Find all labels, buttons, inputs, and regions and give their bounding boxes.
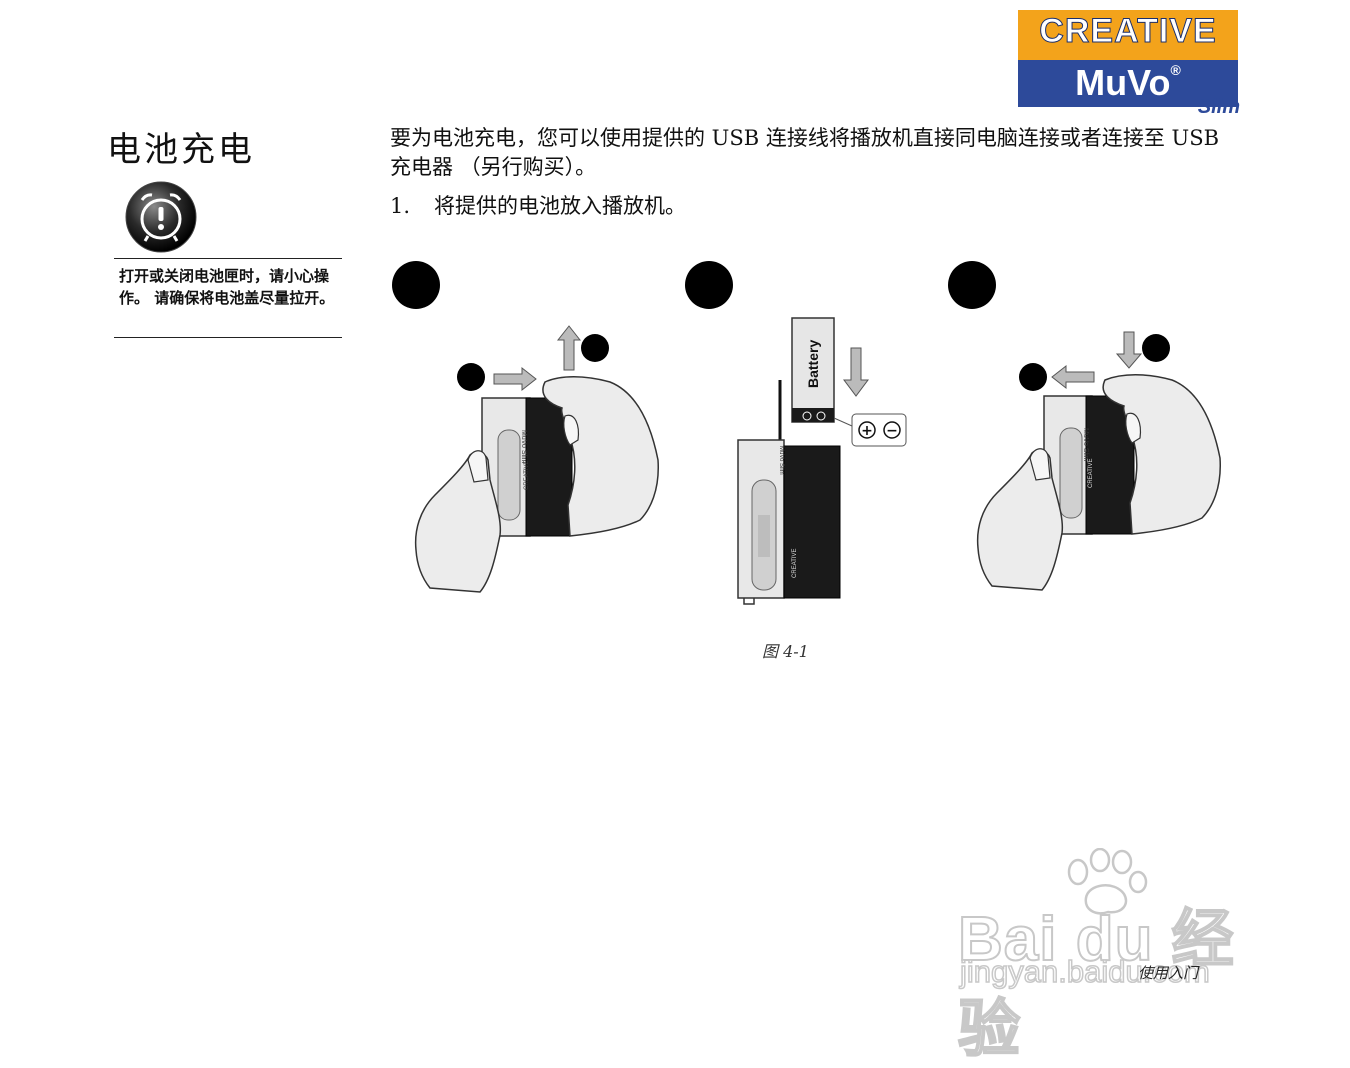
callout-line <box>833 417 853 427</box>
intro-paragraph: 要为电池充电，您可以使用提供的 USB 连接线将播放机直接同电脑连接或者连接至 … <box>390 126 1220 179</box>
sub-marker-2 <box>1142 334 1170 362</box>
battery-cap <box>792 408 834 422</box>
logo-product-text: MuVo® <box>1018 62 1238 104</box>
device-black-door <box>525 397 573 537</box>
step-marker-c <box>948 261 996 309</box>
logo-top-band <box>1018 10 1238 60</box>
device-screen <box>758 515 770 557</box>
logo-variant-text: Slim <box>1197 96 1240 118</box>
device-model-label: MuVo Slim <box>778 446 784 475</box>
logo-mid-band <box>1018 60 1238 107</box>
step-1-text: 将提供的电池放入播放机。 <box>434 194 686 218</box>
battery-minus-terminal <box>816 411 826 421</box>
watermark-url: jingyan.baidu.com <box>959 953 1210 990</box>
arrow-down-icon <box>1115 331 1143 369</box>
sub-marker-2 <box>581 334 609 362</box>
lanyard-loop <box>743 598 755 605</box>
step-marker-a <box>392 261 440 309</box>
page-footer: 使用入门 <box>1138 964 1199 982</box>
device-screen-slot <box>497 429 521 521</box>
battery-label: Battery <box>805 340 821 388</box>
caution-note-text: 打开或关闭电池匣时，请小心操作。 请确保将电池盖尽量拉开。 <box>119 267 335 307</box>
arrow-left-icon <box>1051 364 1095 390</box>
step-1: 1. 将提供的电池放入播放机。 <box>390 190 686 220</box>
device-brand-label: CREATIVE <box>524 460 530 490</box>
arrow-right-icon <box>493 366 537 392</box>
figure-caption: 图 4-1 <box>762 642 809 661</box>
right-thumb <box>563 414 580 446</box>
device-brand-label: CREATIVE <box>792 548 798 578</box>
left-thumb <box>1029 448 1051 481</box>
illustration-open-battery-door: MuVo Slim CREATIVE <box>414 325 659 593</box>
device-screen-slot <box>1059 427 1083 519</box>
device-black-door <box>783 445 841 599</box>
sub-marker-1 <box>1019 363 1047 391</box>
arrow-down-icon <box>843 347 869 397</box>
device-brand-label: CREATIVE <box>1088 458 1094 488</box>
caution-note: 打开或关闭电池匣时，请小心操作。 请确保将电池盖尽量拉开。 <box>114 258 342 338</box>
battery-plus-terminal <box>802 411 812 421</box>
illustration-close-battery-door: MuVo Slim CREATIVE <box>976 331 1221 591</box>
device-model-label: MuVo Slim <box>1082 428 1089 462</box>
step-marker-b <box>685 261 733 309</box>
section-title: 电池充电 <box>107 130 255 170</box>
logo-product-name: MuVo <box>1075 62 1171 103</box>
device-model-label: MuVo Slim <box>520 430 527 464</box>
sub-marker-1 <box>457 363 485 391</box>
baidu-jingyan-watermark: Bai du 经验 jingyan.baidu.com <box>957 848 1278 1065</box>
plus-icon <box>858 421 876 439</box>
left-hand <box>414 451 502 593</box>
paw-icon <box>1067 848 1148 915</box>
left-hand <box>976 449 1064 591</box>
right-thumb <box>1125 412 1142 444</box>
plus-symbol: + <box>861 423 873 439</box>
illustration-insert-battery: Battery + − MuVo Slim CREATIVE <box>737 317 907 605</box>
minus-icon <box>883 421 901 439</box>
step-1-number: 1. <box>390 194 411 218</box>
creative-muvo-logo: CREATIVE MuVo® Slim <box>1018 10 1240 120</box>
logo-brand-text: CREATIVE <box>1039 12 1217 51</box>
logo-trademark: ® <box>1170 62 1181 78</box>
alarm-clock-warning-icon <box>125 181 197 253</box>
minus-symbol: − <box>886 423 898 439</box>
arrow-up-icon <box>556 325 582 371</box>
left-thumb <box>467 450 489 483</box>
